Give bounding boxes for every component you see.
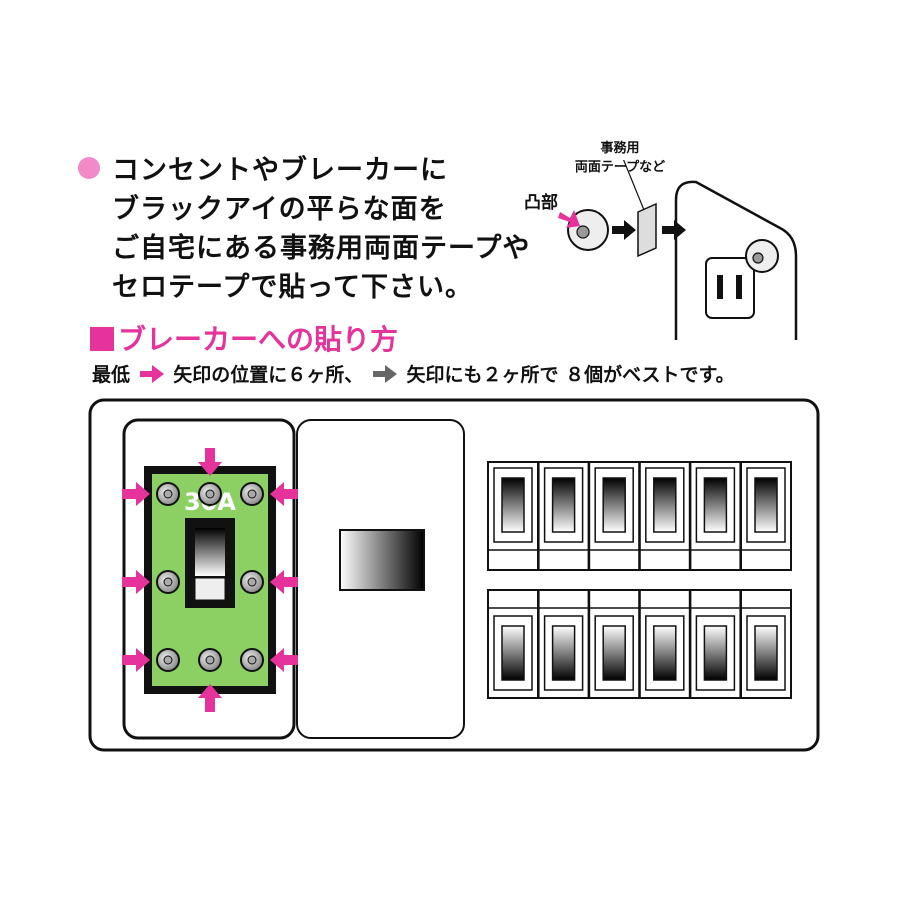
main-switch-lever xyxy=(195,528,225,576)
pink-arrow-left-icon xyxy=(270,570,298,594)
branch-breaker xyxy=(689,589,742,699)
branch-breaker xyxy=(689,461,742,571)
branch-breaker xyxy=(537,589,590,699)
pink-arrow-down-icon xyxy=(198,448,222,476)
pink-arrow-icon xyxy=(139,365,164,383)
black-eye-marker-icon xyxy=(240,570,264,594)
black-eye-marker-icon xyxy=(198,482,222,506)
pink-arrow-left-icon xyxy=(270,482,298,506)
black-eye-on-plate xyxy=(745,239,779,273)
bullet-dot xyxy=(78,157,100,179)
socket xyxy=(705,257,755,319)
branch-breaker xyxy=(487,589,539,699)
pink-arrow-right-icon xyxy=(122,648,150,672)
pink-arrow-right-icon xyxy=(122,570,150,594)
bump-pointer-icon xyxy=(558,210,580,228)
black-eye-icon xyxy=(567,209,609,251)
placement-arrows xyxy=(122,448,298,712)
black-eye-markers xyxy=(156,482,264,672)
branch-breakers xyxy=(487,461,792,699)
black-eye-marker-icon xyxy=(240,648,264,672)
tape-icon xyxy=(637,202,657,258)
middle-switch xyxy=(339,529,425,591)
instruction: 最低 矢印の位置に６ヶ所、 矢印にも２ヶ所で ８個がベストです。 xyxy=(92,364,735,386)
branch-breaker xyxy=(537,461,590,571)
arrow-right-icon xyxy=(612,220,636,240)
branch-breaker xyxy=(740,461,792,571)
pink-arrow-up-icon xyxy=(198,684,222,712)
intro-line-4: セロテープで貼って下さい。 xyxy=(112,272,474,303)
branch-breaker xyxy=(638,589,691,699)
tape-label: 事務用 両面テープなど xyxy=(574,141,666,175)
intro-line-3: ご自宅にある事務用両面テープや xyxy=(112,233,531,264)
tape-leader-line xyxy=(622,160,645,211)
bump-label: 凸部 xyxy=(524,193,558,213)
gray-arrow-icon xyxy=(372,365,397,383)
pink-arrow-left-icon xyxy=(270,648,298,672)
black-eye-marker-icon xyxy=(156,648,180,672)
intro-line-1: コンセントやブレーカーに xyxy=(112,155,448,186)
branch-breaker xyxy=(740,589,792,699)
black-eye-marker-icon xyxy=(240,482,264,506)
black-eye-marker-icon xyxy=(156,570,180,594)
section-square-icon xyxy=(90,327,114,351)
branch-breaker xyxy=(588,589,641,699)
main-switch-base xyxy=(194,577,226,601)
branch-breaker xyxy=(487,461,539,571)
arrow-right-icon xyxy=(662,220,686,240)
intro-line-2: ブラックアイの平らな面を xyxy=(112,194,447,225)
black-eye-marker-icon xyxy=(156,482,180,506)
branch-breaker xyxy=(588,461,641,571)
section-title: ブレーカーへの貼り方 xyxy=(90,318,398,358)
black-eye-marker-icon xyxy=(198,648,222,672)
branch-breaker xyxy=(638,461,691,571)
application-illustration xyxy=(558,160,798,340)
pink-arrow-right-icon xyxy=(122,482,150,506)
